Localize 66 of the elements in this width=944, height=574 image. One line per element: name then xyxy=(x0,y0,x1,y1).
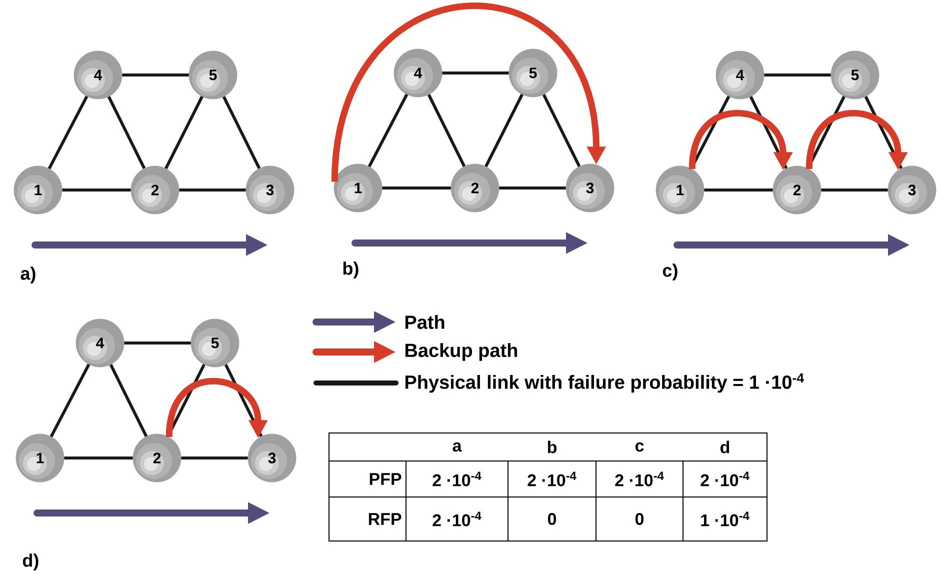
table-value: 2 ·10$^{-4}$ xyxy=(432,472,482,486)
node-sphere: 3 xyxy=(566,164,614,212)
node-sphere: 5 xyxy=(188,50,238,100)
node-sphere: 3 xyxy=(248,434,296,482)
panel-label: c) xyxy=(662,264,678,280)
table-value: 1 ·10$^{-4}$ xyxy=(701,512,750,526)
link-line xyxy=(124,342,191,344)
link-line xyxy=(64,456,133,460)
table-value: 0 xyxy=(548,512,556,526)
column-header: b xyxy=(548,440,556,454)
backup-arrow xyxy=(331,2,606,182)
table-value: 2 ·10$^{-4}$ xyxy=(432,512,482,526)
link-line xyxy=(48,96,88,170)
link-line xyxy=(704,188,773,192)
link-line xyxy=(442,72,509,74)
link-line xyxy=(749,96,788,169)
link-line xyxy=(122,74,189,76)
link-line xyxy=(484,94,524,168)
node-sphere: 4 xyxy=(394,48,442,98)
node-sphere: 3 xyxy=(246,166,294,214)
node-sphere: 4 xyxy=(716,50,764,100)
link-line xyxy=(181,456,248,460)
link-line xyxy=(164,96,204,170)
link-line xyxy=(62,188,131,192)
legend-text: Path xyxy=(405,315,444,329)
row-header: PFP xyxy=(370,473,402,485)
node-sphere: 3 xyxy=(888,166,936,214)
link-line xyxy=(382,186,451,190)
node-sphere: 1 xyxy=(14,166,62,214)
link-line xyxy=(179,188,246,192)
row-header: RFP xyxy=(368,513,402,525)
legend-text: Physical link with failure probability = 1 ·10$^{-4}$ xyxy=(405,373,804,393)
column-header: c xyxy=(635,442,644,452)
panel-label: d) xyxy=(22,554,38,570)
link-line xyxy=(222,96,261,169)
column-header: a xyxy=(452,442,462,452)
link-line xyxy=(499,186,566,190)
node-sphere: 2 xyxy=(772,166,822,214)
node-sphere: 5 xyxy=(508,48,558,98)
node-sphere: 5 xyxy=(190,318,240,368)
link-line xyxy=(542,94,581,167)
node-sphere: 1 xyxy=(16,434,64,482)
legend-text: Backup path xyxy=(405,343,518,361)
link-line xyxy=(821,188,888,192)
link-line xyxy=(764,74,831,76)
node-sphere: 2 xyxy=(132,434,182,482)
node-sphere: 1 xyxy=(334,164,382,212)
table-value: 2 ·10$^{-4}$ xyxy=(528,472,576,486)
panel-label: a) xyxy=(20,266,36,284)
link-line xyxy=(427,94,466,167)
node-sphere: 2 xyxy=(130,166,180,214)
node-sphere: 4 xyxy=(76,318,124,368)
panel-label: b) xyxy=(343,262,358,278)
table-value: 0 xyxy=(635,512,644,526)
table-value: 2 ·10$^{-4}$ xyxy=(615,472,664,486)
link-line xyxy=(109,364,148,437)
node-sphere: 2 xyxy=(450,164,500,212)
link-line xyxy=(107,96,146,169)
node-sphere: 4 xyxy=(74,50,122,100)
column-header: d xyxy=(720,440,730,454)
link-line xyxy=(368,94,408,168)
link-line xyxy=(50,364,90,438)
node-sphere: 1 xyxy=(656,166,704,214)
node-sphere: 5 xyxy=(830,50,880,100)
table-value: 2 ·10$^{-4}$ xyxy=(700,472,750,486)
link-line xyxy=(224,364,263,437)
